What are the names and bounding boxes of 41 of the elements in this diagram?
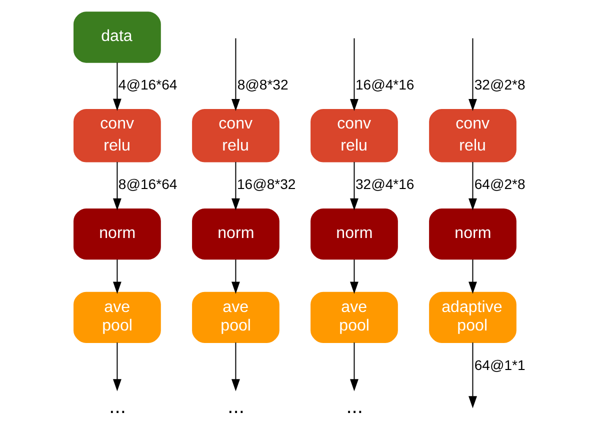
arrow — [468, 162, 476, 210]
node-box: ave pool — [73, 292, 160, 344]
arrow — [468, 38, 476, 111]
arrow — [350, 259, 358, 294]
node-box: ave pool — [310, 292, 398, 344]
arrow — [231, 162, 240, 210]
node-text: ... — [108, 396, 126, 418]
arrow — [112, 62, 121, 111]
edge-label: 64@2*8 — [474, 176, 525, 192]
edge-label: 4@16*64 — [118, 76, 177, 93]
node-box: conv relu — [73, 109, 160, 162]
arrow — [468, 342, 476, 408]
node-box: norm — [428, 208, 516, 260]
arrow — [112, 342, 121, 392]
arrow — [112, 162, 121, 210]
edge-label: 64@1*1 — [474, 356, 525, 373]
arrow — [350, 162, 358, 210]
node-box: data — [73, 12, 160, 63]
node-text: ... — [227, 396, 244, 418]
node-text: ... — [346, 396, 362, 418]
edge-label: 8@16*64 — [118, 176, 177, 192]
arrow — [112, 259, 121, 294]
node-box: adaptive pool — [428, 292, 516, 344]
arrow — [231, 38, 240, 111]
edge-label: 16@4*16 — [354, 76, 414, 93]
edge-label: 32@4*16 — [354, 176, 414, 192]
node-box: conv relu — [310, 109, 398, 162]
arrow — [468, 259, 476, 294]
node-box: norm — [310, 208, 398, 260]
node-box: norm — [73, 208, 160, 260]
node-box: conv relu — [192, 109, 279, 162]
arrow — [231, 259, 240, 294]
node-box: conv relu — [428, 109, 516, 162]
arrow — [231, 342, 240, 392]
edge-label: 32@2*8 — [474, 76, 525, 93]
node-box: ave pool — [192, 292, 279, 344]
edge-label: 16@8*32 — [236, 176, 296, 192]
arrow — [350, 38, 358, 111]
edge-label: 8@8*32 — [236, 76, 288, 93]
arrow — [350, 342, 358, 392]
node-box: norm — [192, 208, 279, 260]
